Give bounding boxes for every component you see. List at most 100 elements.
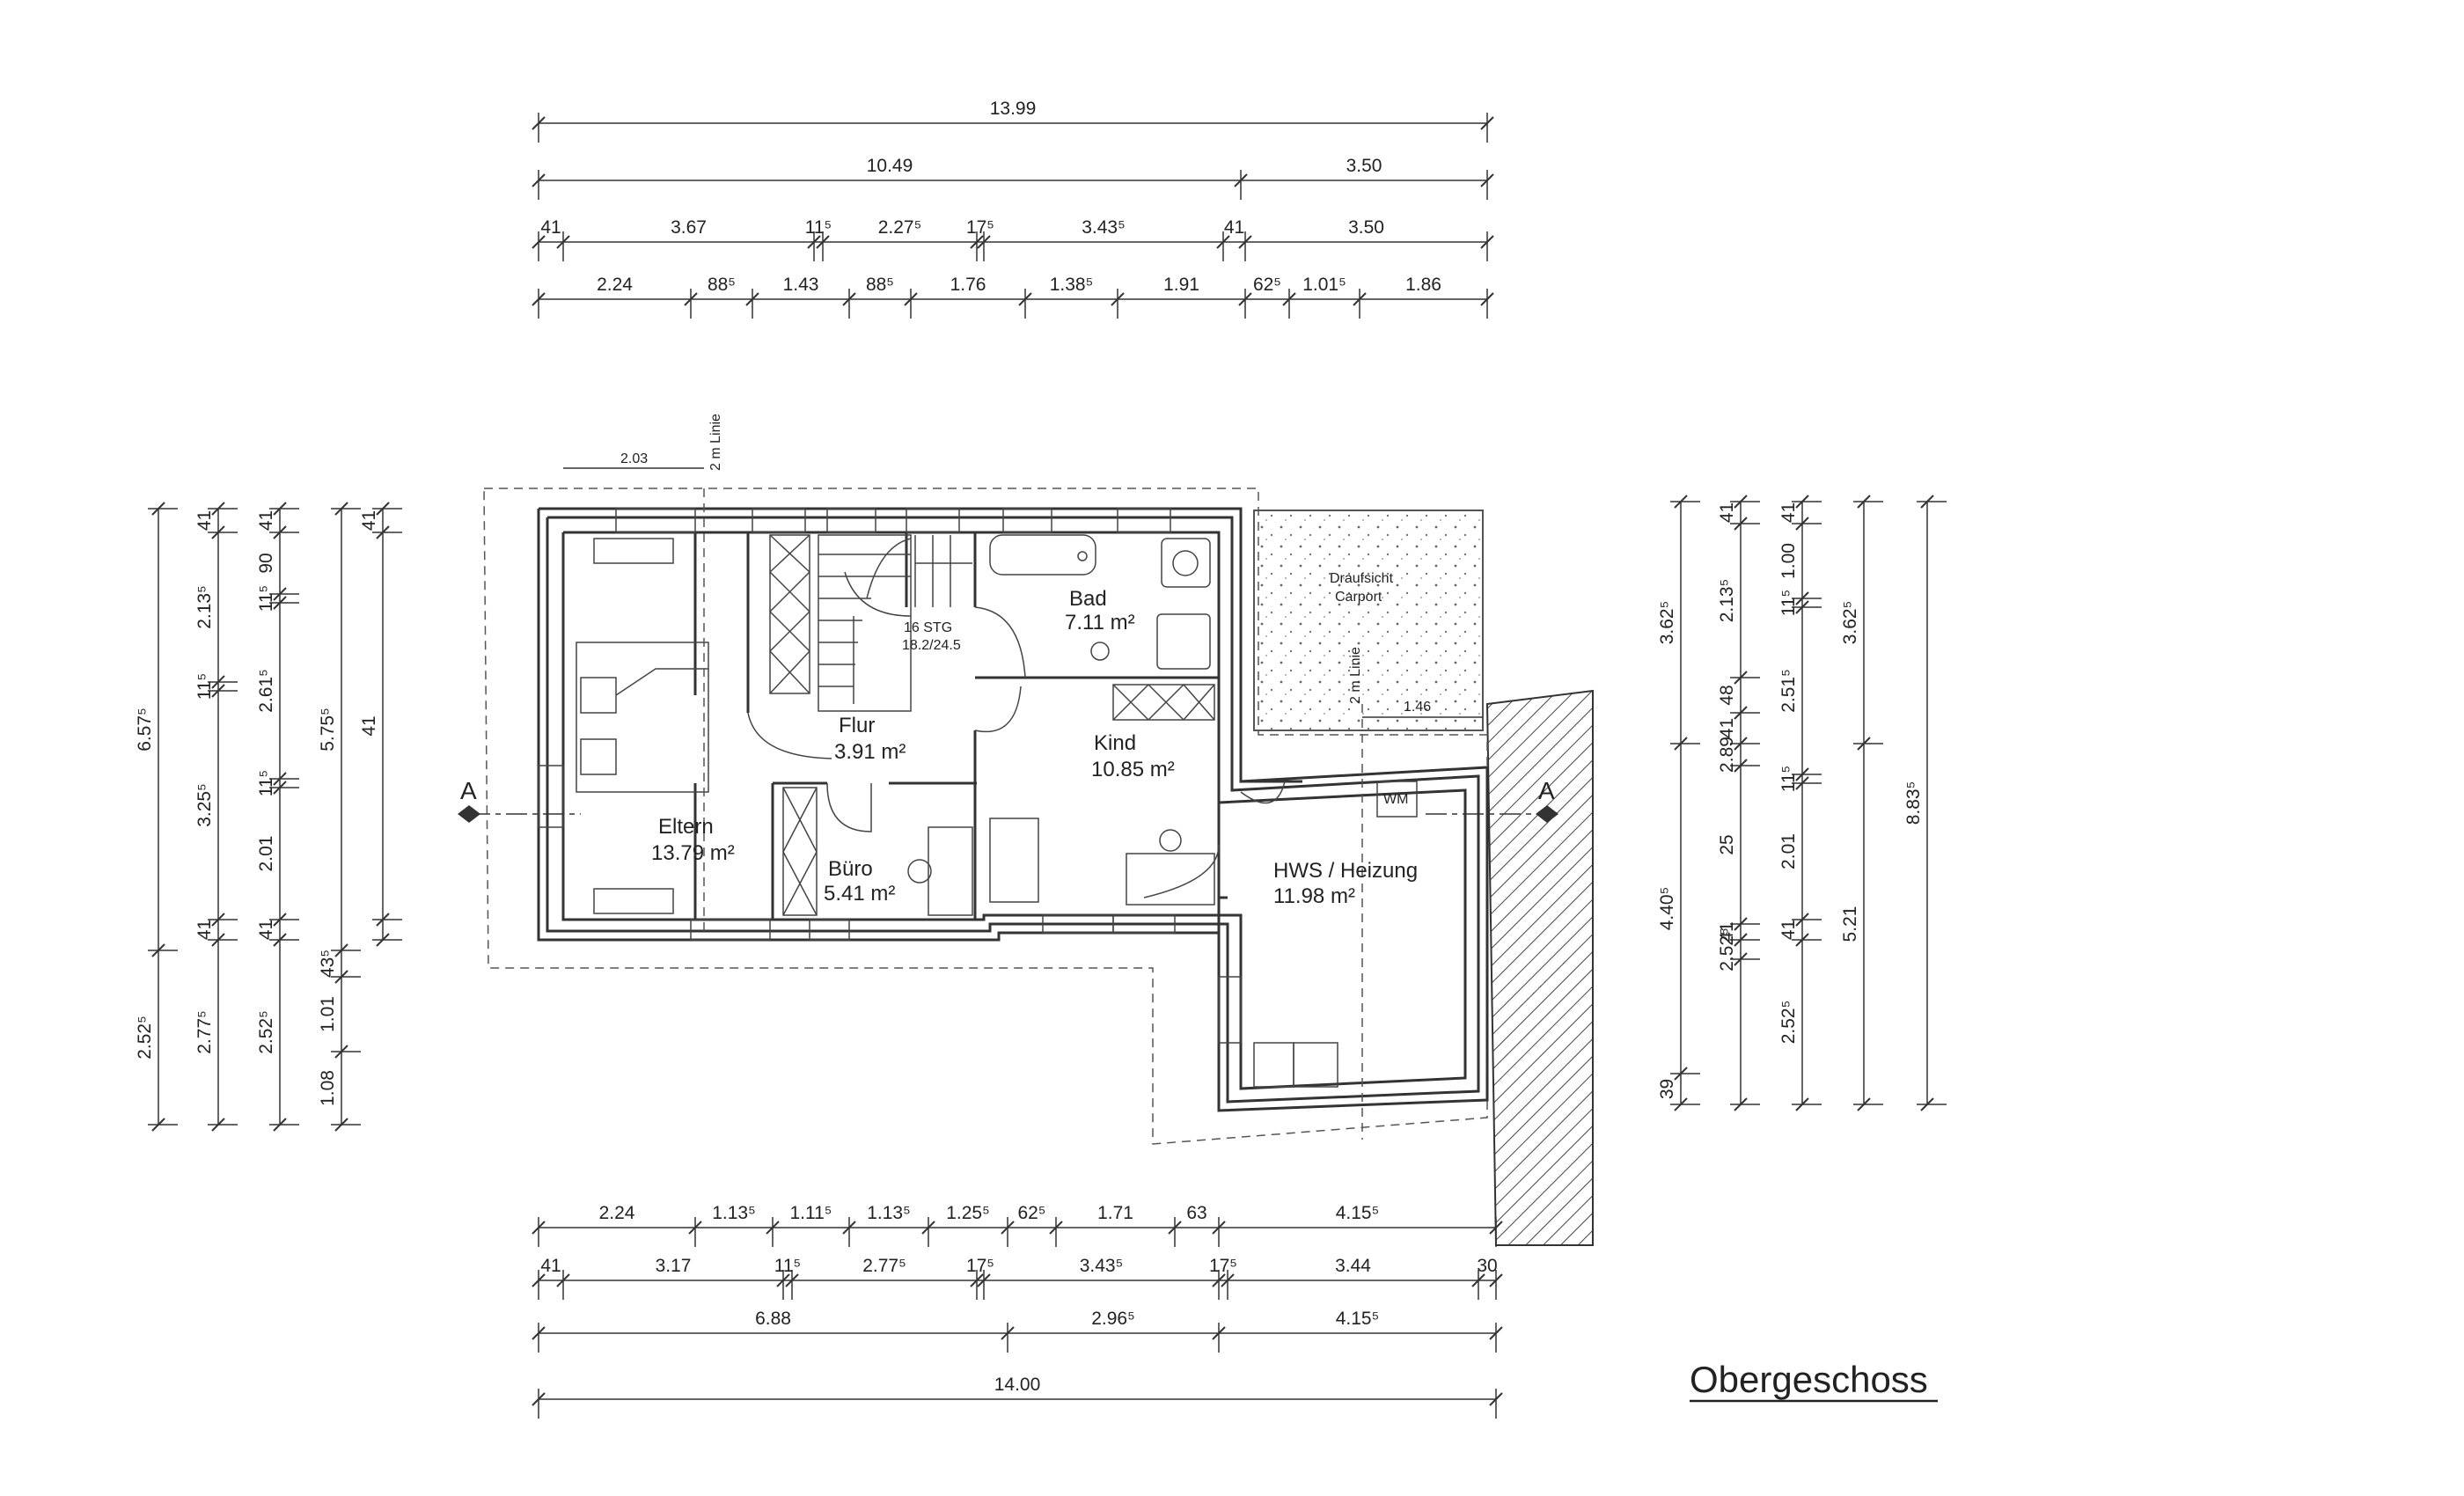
right-col3-dim-label: 2.52⁵ bbox=[1778, 1001, 1799, 1045]
room-flur-name: Flur bbox=[839, 714, 875, 737]
left-col3-dim-label: 2.61⁵ bbox=[256, 669, 276, 713]
top-row3-dim-label: 3.67 bbox=[671, 217, 707, 238]
dim-146-label: 1.46 bbox=[1404, 700, 1431, 715]
top-row4-dim-label: 1.43 bbox=[783, 275, 819, 295]
top-row4-dim-label: 2.24 bbox=[597, 275, 633, 295]
right-col3-dim-label: 1.00 bbox=[1778, 543, 1799, 579]
right-col3-dim-label: 2.01 bbox=[1778, 833, 1799, 869]
left-col3-dim-label: 2.52⁵ bbox=[256, 1010, 276, 1054]
furniture bbox=[576, 534, 1418, 1088]
left-col4-dim-label: 43⁵ bbox=[318, 950, 338, 978]
left-col5-dim-label: 41 bbox=[359, 510, 379, 531]
bottom-row3-dim-label: 6.88 bbox=[755, 1309, 791, 1329]
section-line bbox=[458, 805, 1558, 823]
right-col2-dim-label: 48 bbox=[1717, 685, 1737, 705]
top-row4-dim-label: 1.86 bbox=[1405, 275, 1441, 295]
left-col5-dim-label: 41 bbox=[359, 715, 379, 736]
wm-label: WM bbox=[1383, 792, 1408, 807]
left-col2-dim-label: 2.13⁵ bbox=[194, 585, 215, 629]
bottom-row1-dim-label: 62⁵ bbox=[1017, 1203, 1045, 1223]
top-row3-dim-label: 41 bbox=[540, 217, 561, 238]
terrain-hatch bbox=[1485, 689, 1594, 1246]
left-col3-dim-label: 11⁵ bbox=[256, 585, 276, 612]
stair-label-1: 16 STG bbox=[904, 620, 952, 635]
top-row3-dim-label: 11⁵ bbox=[805, 217, 832, 238]
section-label-right: A bbox=[1538, 777, 1555, 804]
left-col2-dim-label: 3.25⁵ bbox=[194, 783, 215, 827]
room-eltern-name: Eltern bbox=[658, 815, 714, 839]
left-col3-dim-label: 41 bbox=[256, 920, 276, 940]
bottom-row2-dim-label: 3.44 bbox=[1335, 1256, 1371, 1276]
carport-label-1: Draufsicht bbox=[1330, 571, 1394, 586]
room-bad-name: Bad bbox=[1069, 587, 1107, 611]
bottom-row3-dim-label: 2.96⁵ bbox=[1091, 1309, 1135, 1329]
bottom-row1-dim-label: 2.24 bbox=[599, 1203, 635, 1223]
right-col3-dim-label: 11⁵ bbox=[1778, 590, 1799, 617]
bottom-row2-dim-label: 30 bbox=[1477, 1256, 1497, 1276]
left-col3-dim-label: 2.01 bbox=[256, 836, 276, 872]
bottom-row2-dim-label: 41 bbox=[540, 1256, 561, 1276]
right-col1-dim-label: 3.62⁵ bbox=[1657, 601, 1677, 645]
bottom-row2-dim-label: 17⁵ bbox=[1209, 1256, 1237, 1276]
stair-label-2: 18.2/24.5 bbox=[902, 638, 961, 653]
interior-walls bbox=[693, 532, 1302, 1091]
right-col4-dim-label: 5.21 bbox=[1840, 906, 1860, 942]
top-row3-dim-label: 3.50 bbox=[1348, 217, 1384, 238]
right-col2-dim-label: 25 bbox=[1717, 834, 1737, 854]
right-col1-dim-label: 39 bbox=[1657, 1079, 1677, 1099]
left-col3-dim-label: 41 bbox=[256, 510, 276, 531]
left-col1-dim-label: 6.57⁵ bbox=[135, 708, 155, 752]
room-kind-name: Kind bbox=[1094, 731, 1136, 755]
left-col3-dim-label: 90 bbox=[256, 553, 276, 573]
top-row4-dim-label: 1.38⁵ bbox=[1050, 275, 1094, 295]
bottom-row2-dim-label: 2.77⁵ bbox=[862, 1256, 906, 1276]
top-row2-dim-label: 10.49 bbox=[867, 156, 913, 176]
top-row4-dim-label: 1.01⁵ bbox=[1302, 275, 1346, 295]
room-buero-area: 5.41 m² bbox=[824, 882, 895, 906]
right-col2-dim-label: 41 bbox=[1717, 921, 1737, 942]
top-row3-dim-label: 17⁵ bbox=[966, 217, 994, 238]
top-row4-dim-label: 88⁵ bbox=[708, 275, 736, 295]
bottom-row4-dim-label: 14.00 bbox=[994, 1375, 1041, 1395]
right-col5-dim-label: 8.83⁵ bbox=[1903, 781, 1924, 825]
room-hws-name: HWS / Heizung bbox=[1273, 859, 1418, 883]
right-col3-dim-label: 2.51⁵ bbox=[1778, 669, 1799, 713]
top-row3-dim-label: 2.27⁵ bbox=[878, 217, 922, 238]
bottom-row2-dim-label: 17⁵ bbox=[966, 1256, 994, 1276]
room-flur-area: 3.91 m² bbox=[834, 740, 906, 764]
closet-flur-cross bbox=[769, 534, 810, 694]
left-col1-dim-label: 2.52⁵ bbox=[135, 1016, 155, 1060]
left-col2-dim-label: 11⁵ bbox=[194, 673, 215, 700]
right-col2-dim-label: 41 bbox=[1717, 718, 1737, 738]
room-kind-area: 10.85 m² bbox=[1091, 758, 1175, 781]
left-col4-dim-label: 5.75⁵ bbox=[318, 708, 338, 752]
doors bbox=[747, 606, 1286, 898]
left-col4-dim-label: 1.08 bbox=[318, 1070, 338, 1106]
staircase bbox=[818, 534, 972, 712]
left-col2-dim-label: 41 bbox=[194, 920, 215, 940]
right-col1-dim-label: 4.40⁵ bbox=[1657, 887, 1677, 931]
drawing-title: Obergeschoss bbox=[1690, 1359, 1928, 1400]
right-col2-dim-label: 2.52⁵ bbox=[1717, 928, 1737, 972]
top-row1-dim-label: 13.99 bbox=[990, 99, 1037, 119]
right-col2-dim-label: 2.13⁵ bbox=[1717, 579, 1737, 623]
bottom-row1-dim-label: 4.15⁵ bbox=[1336, 1203, 1380, 1223]
bottom-row1-dim-label: 63 bbox=[1186, 1203, 1206, 1223]
room-hws-area: 11.98 m² bbox=[1273, 884, 1355, 908]
top-row4-dim-label: 62⁵ bbox=[1253, 275, 1281, 295]
bottom-row1-dim-label: 1.71 bbox=[1097, 1203, 1133, 1223]
two-meter-line-label-top: 2 m Linie bbox=[708, 414, 723, 471]
top-row4-dim-label: 1.76 bbox=[950, 275, 986, 295]
right-col3-dim-label: 41 bbox=[1778, 502, 1799, 523]
two-meter-line-label-carport: 2 m Linie bbox=[1348, 647, 1363, 704]
roof-outline bbox=[483, 488, 1488, 1145]
room-eltern-area: 13.79 m² bbox=[651, 841, 735, 865]
bottom-row1-dim-label: 1.11⁵ bbox=[789, 1203, 832, 1223]
top-row2-dim-label: 3.50 bbox=[1346, 156, 1382, 176]
carport-label-2: Carport bbox=[1335, 590, 1382, 605]
right-col4-dim-label: 3.62⁵ bbox=[1840, 601, 1860, 645]
room-buero-name: Büro bbox=[828, 857, 873, 881]
carport-area bbox=[1253, 510, 1484, 731]
right-col2-dim-label: 41 bbox=[1717, 502, 1737, 523]
